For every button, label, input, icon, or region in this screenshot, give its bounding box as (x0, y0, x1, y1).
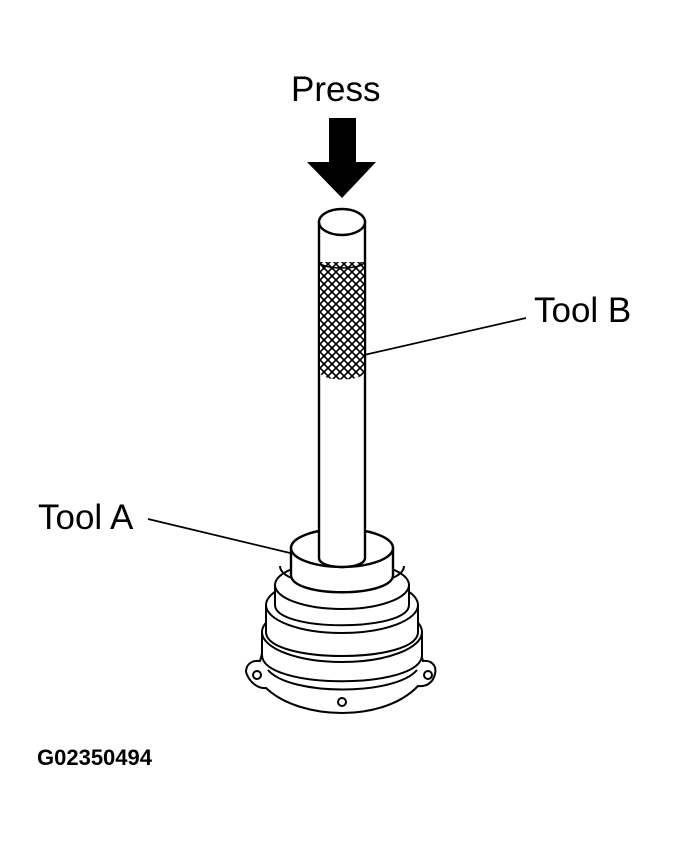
tool-b-shaft (317, 207, 367, 569)
tool-b-label: Tool B (534, 291, 632, 330)
tool-a-leader (147, 518, 291, 554)
press-label: Press (291, 70, 381, 109)
tool-b-leader (363, 317, 527, 356)
tool-a-label: Tool A (38, 498, 134, 537)
figure-id: G02350494 (37, 745, 152, 770)
housing-body (261, 560, 423, 683)
arrow-down-icon (307, 118, 376, 198)
